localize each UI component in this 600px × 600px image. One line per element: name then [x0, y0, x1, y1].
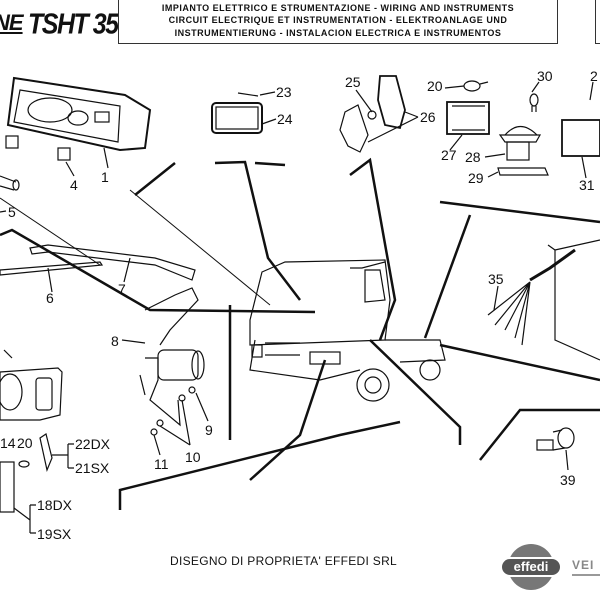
leader-26: [367, 111, 419, 143]
wiring-thin: [0, 189, 271, 306]
callout-25: 25: [345, 74, 361, 90]
bulb-part-20: [463, 80, 489, 92]
side-lamp-22: [18, 433, 53, 472]
brand-name: NE: [0, 10, 24, 35]
callout-23: 23: [276, 84, 292, 100]
callout-30: 30: [537, 68, 553, 84]
leader-10: [159, 399, 191, 446]
title-line-2: CIRCUIT ELECTRIQUE ET INSTRUMENTATION - …: [168, 15, 508, 26]
headlight-assembly: [0, 349, 63, 421]
callout-14: 14: [0, 435, 16, 451]
wire-harness-35: [487, 248, 576, 346]
leader-24: [261, 118, 277, 125]
header-logo: NE TSHT 35: [0, 2, 118, 44]
callout-26: 26: [420, 109, 436, 125]
callout-5: 5: [8, 204, 16, 220]
leader-6: [47, 267, 53, 293]
title-line-1: IMPIANTO ELETTRICO E STRUMENTAZIONE - WI…: [161, 2, 515, 13]
callout-8: 8: [111, 333, 119, 349]
callout-10: 10: [185, 449, 201, 465]
logo-text: effedi: [500, 557, 562, 577]
callout-9: 9: [205, 422, 213, 438]
callout-31: 31: [579, 177, 595, 193]
leader-30: [531, 81, 540, 93]
callout-19sx: 19SX: [37, 526, 72, 542]
leader-31: [581, 156, 587, 179]
model-name: TSHT 35: [28, 8, 118, 41]
callout-4: 4: [70, 177, 78, 193]
copyright-notice: DISEGNO DI PROPRIETA' EFFEDI SRL: [170, 554, 398, 568]
wiper-motor: [139, 287, 205, 427]
clip-part: [5, 135, 71, 161]
title-line-3: INSTRUMENTIERUNG - INSTALACION ELECTRICA…: [174, 27, 502, 38]
leader-1: [103, 147, 109, 169]
leader-35: [493, 285, 499, 311]
rear-lamp-18: [0, 461, 15, 513]
leader-8: [121, 339, 146, 344]
indicator-lamp-27: [446, 101, 490, 135]
callout-11: 11: [154, 456, 169, 472]
callout-2-partial: 2: [590, 68, 598, 84]
leader-2x: [589, 81, 594, 101]
bulb-part-30: [529, 93, 539, 112]
plate-lamp: [497, 125, 549, 176]
leader-4: [65, 161, 75, 177]
callout-6: 6: [46, 290, 54, 306]
bracket-22-21: [52, 443, 74, 469]
wiring-loom: [0, 157, 600, 510]
truck-illustration: [249, 259, 446, 402]
callout-20-left: 20: [17, 435, 33, 451]
callout-21sx: 21SX: [75, 460, 110, 476]
leader-11: [153, 434, 161, 456]
callout-1: 1: [101, 169, 109, 185]
leader-25: [355, 89, 373, 113]
callout-24: 24: [277, 111, 293, 127]
leader-27: [449, 134, 463, 151]
leader-5: [0, 210, 7, 213]
leader-39: [565, 449, 569, 471]
bracket-18-19: [13, 504, 36, 534]
nuts-washers: [150, 386, 196, 436]
instrument-cluster: [6, 76, 152, 152]
leader-23: [259, 91, 276, 96]
callout-28: 28: [465, 149, 481, 165]
callout-20-top: 20: [427, 78, 443, 94]
partial-brand-text: VEI: [572, 558, 600, 576]
callout-18dx: 18DX: [37, 497, 73, 513]
leader-28: [484, 153, 506, 158]
callout-7: 7: [118, 281, 126, 297]
bulb-part-5: [0, 175, 20, 191]
wiper-arm: [29, 244, 196, 281]
header-title-box: IMPIANTO ELETTRICO E STRUMENTAZIONE - WI…: [118, 0, 558, 44]
callout-39: 39: [560, 472, 576, 488]
callout-35: 35: [488, 271, 504, 287]
effedi-logo: effedi: [500, 542, 562, 592]
callout-22dx: 22DX: [75, 436, 111, 452]
leader-20: [444, 85, 465, 89]
leader-9: [195, 392, 209, 422]
header-right-box: [595, 0, 600, 44]
interior-lamp: [211, 92, 263, 134]
callout-29: 29: [468, 170, 484, 186]
switch-39: [536, 427, 575, 451]
battery: [547, 239, 600, 361]
wiper-blade: [0, 261, 104, 276]
leader-29: [487, 171, 499, 178]
callout-27: 27: [441, 147, 457, 163]
indicator-lamp-31: [561, 119, 600, 157]
leader-7: [123, 257, 131, 283]
